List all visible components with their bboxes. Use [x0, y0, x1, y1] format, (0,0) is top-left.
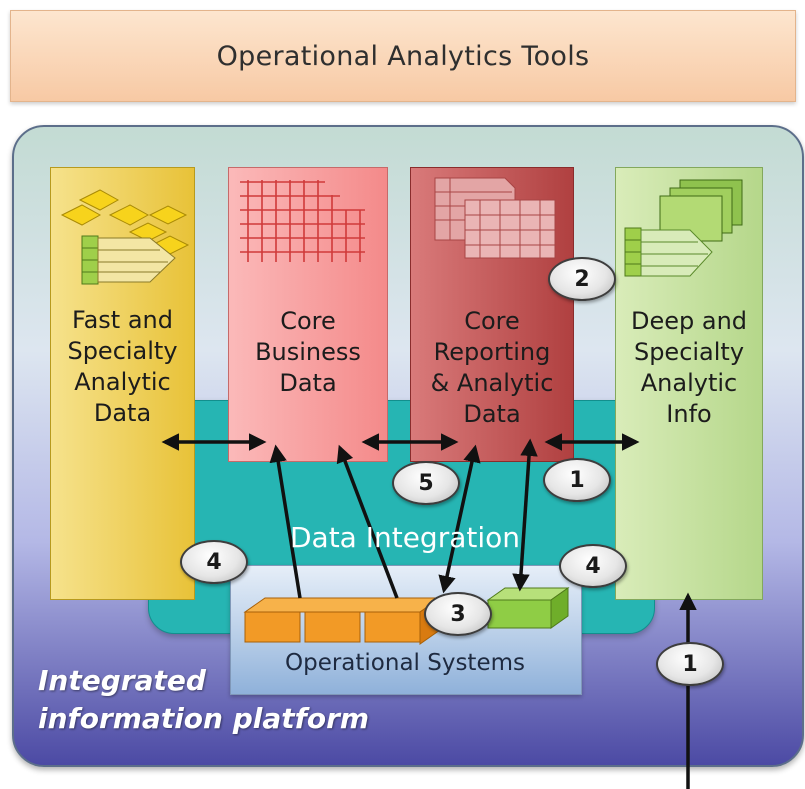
arrow-ops-to-business-1 [269, 444, 302, 599]
green-stacked-docs-icon [624, 179, 743, 277]
orange-blocks-icon [243, 597, 442, 645]
arrow-reporting-to-green-block [512, 438, 538, 592]
badge-3: 3 [424, 592, 492, 636]
platform-label: Integrated information platform [38, 664, 370, 735]
badge-4-right: 4 [559, 544, 627, 588]
badge-1-top: 1 [543, 458, 611, 502]
badge-2: 2 [548, 257, 616, 301]
badge-4-left: 4 [180, 540, 248, 584]
green-block-icon [486, 587, 570, 629]
core-reporting-label: Core Reporting & Analytic Data [430, 307, 554, 428]
core-business-column [228, 167, 388, 462]
pink-grid-icon [240, 180, 365, 262]
data-integration-label: Data Integration [289, 521, 521, 554]
badge-5: 5 [392, 461, 460, 505]
arrow-ops-to-business-2 [336, 444, 399, 599]
core-business-label: Core Business Data [255, 307, 361, 397]
red-stacked-grid-icon [434, 177, 556, 259]
deep-specialty-label: Deep and Specialty Analytic Info [630, 307, 748, 428]
header-bar: Operational Analytics Tools [10, 10, 796, 102]
fast-specialty-label: Fast and Specialty Analytic Data [67, 306, 178, 427]
badge-1-bottom: 1 [656, 642, 724, 686]
yellow-diamond-grid-icon [60, 189, 190, 285]
operational-systems-label: Operational Systems [284, 650, 525, 676]
header-title: Operational Analytics Tools [216, 40, 590, 72]
arrow-reporting-to-ops [438, 444, 481, 594]
